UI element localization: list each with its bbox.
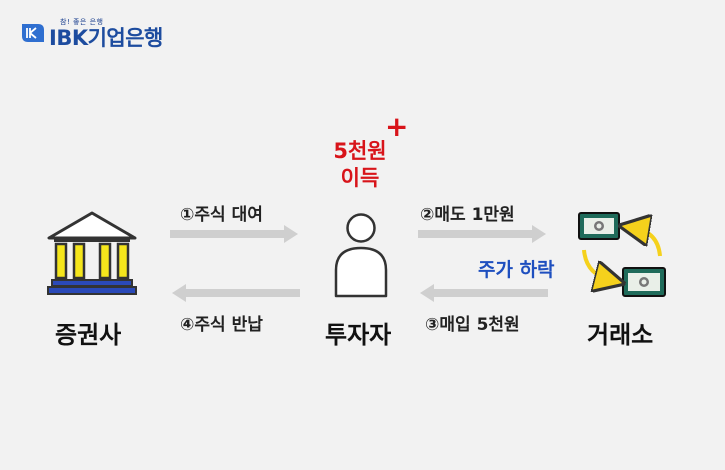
arrow-step1 bbox=[170, 225, 298, 243]
brand-tagline: 참! 좋은 은행 bbox=[60, 18, 104, 26]
profit-line2: 이득 bbox=[340, 166, 380, 190]
ibk-logo-icon bbox=[22, 24, 44, 42]
arrow-step2 bbox=[418, 225, 546, 243]
profit-line1: 5천원 bbox=[333, 139, 387, 163]
brand-name: IBK기업은행 bbox=[49, 26, 163, 50]
person-icon bbox=[334, 213, 388, 298]
arrow-step4 bbox=[172, 284, 300, 302]
investor-label: 투자자 bbox=[325, 321, 392, 349]
step3-label: ③매입 5천원 bbox=[425, 315, 520, 335]
step1-label: ①주식 대여 bbox=[180, 205, 263, 225]
step4-label: ④주식 반납 bbox=[180, 315, 263, 335]
exchange-label: 거래소 bbox=[587, 321, 654, 349]
arrow-step3 bbox=[420, 284, 548, 302]
bank-building-icon bbox=[47, 211, 137, 295]
step2-label: ②매도 1만원 bbox=[420, 205, 515, 225]
profit-plus-sign: + bbox=[385, 110, 409, 143]
price-drop-note: 주가 하락 bbox=[478, 259, 555, 281]
cash-exchange-icon bbox=[578, 212, 666, 297]
broker-label: 증권사 bbox=[55, 321, 122, 349]
